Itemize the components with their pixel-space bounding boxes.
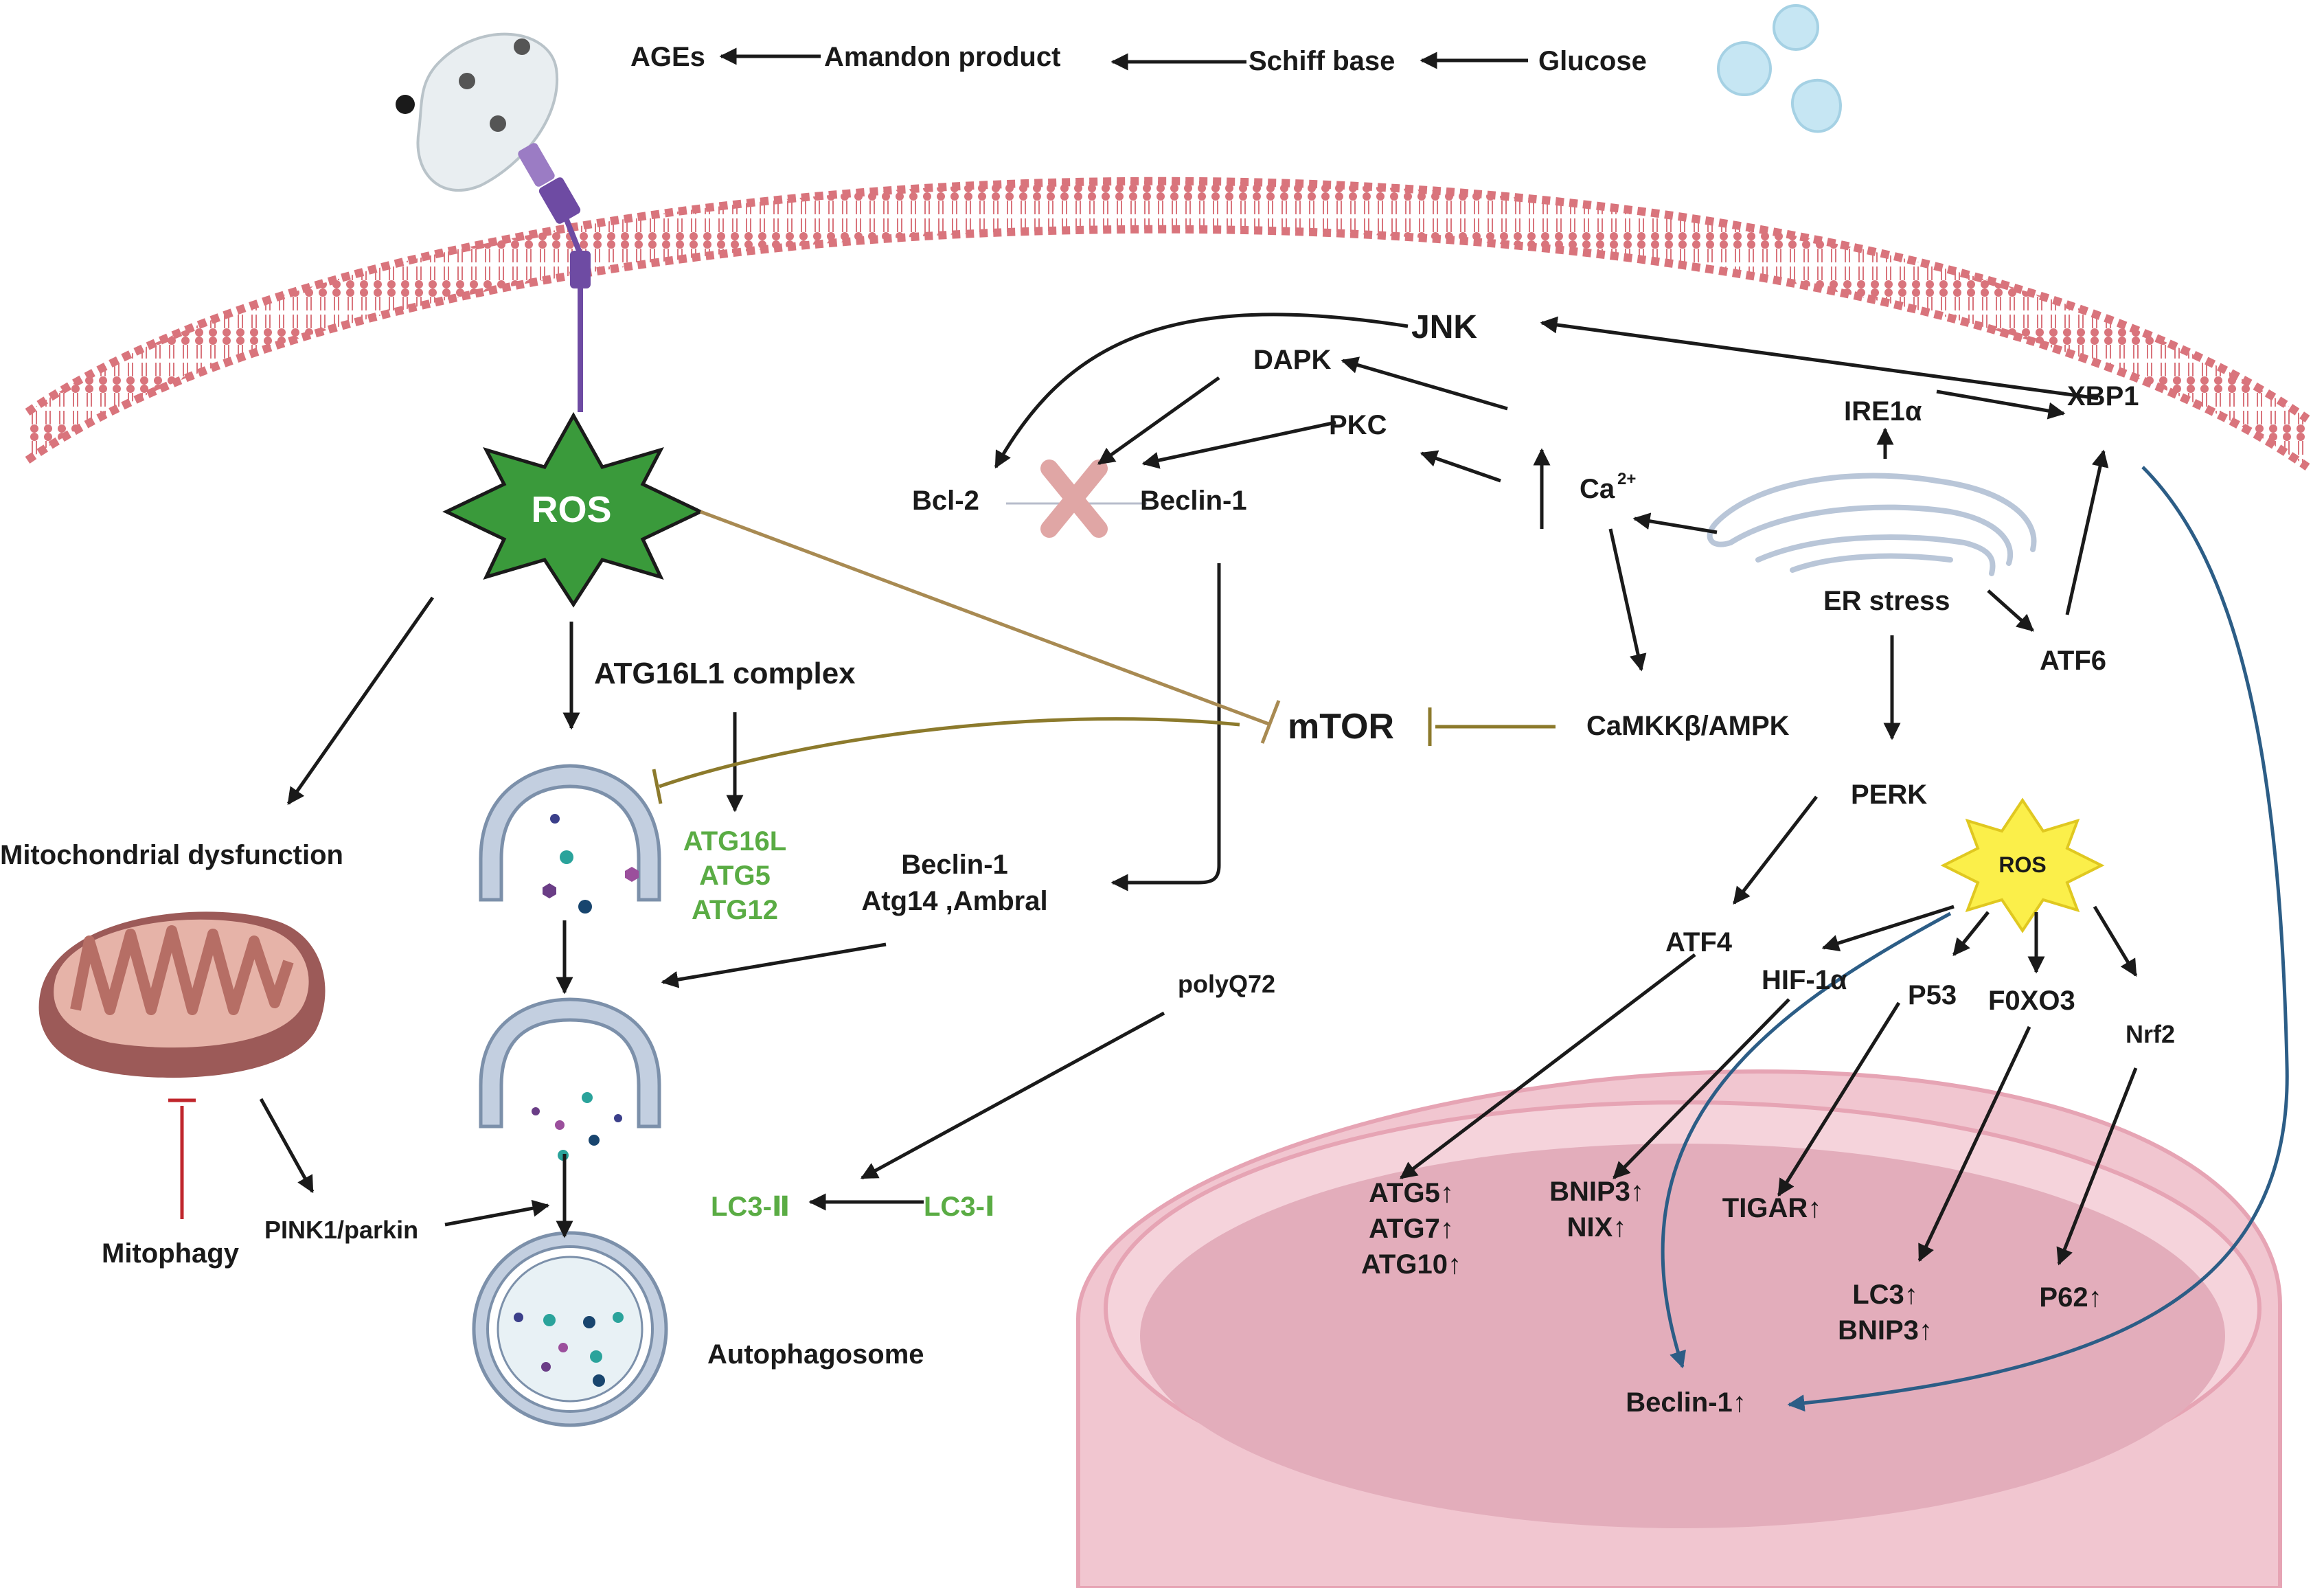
autophagosome-icon — [472, 1231, 668, 1427]
label-jnk: JNK — [1411, 309, 1477, 345]
label-ages: AGEs — [630, 42, 705, 72]
label-n-bnip3: BNIP3↑ — [1549, 1177, 1644, 1207]
label-n-nix: NIX↑ — [1567, 1212, 1627, 1243]
mitochondrion-icon — [38, 911, 326, 1078]
label-ros-main: ROS — [531, 489, 611, 530]
label-p53: P53 — [1908, 980, 1957, 1010]
label-dapk: DAPK — [1253, 345, 1331, 375]
label-n-atg7: ATG7↑ — [1369, 1214, 1454, 1244]
label-ros-small: ROS — [1998, 852, 2046, 877]
label-n-bnip3b: BNIP3↑ — [1838, 1315, 1933, 1346]
label-atg16l1-complex: ATG16L1 complex — [594, 657, 856, 690]
label-n-beclin: Beclin-1↑ — [1626, 1387, 1746, 1418]
label-n-atg5: ATG5↑ — [1369, 1178, 1454, 1208]
label-mitophagy: Mitophagy — [102, 1238, 240, 1269]
label-atg5: ATG5 — [699, 861, 771, 891]
label-atf6: ATF6 — [2040, 646, 2106, 676]
phagophore-icon-2 — [479, 997, 661, 1161]
endoplasmic-reticulum-icon — [1707, 473, 2037, 576]
label-schiff: Schiff base — [1249, 46, 1395, 76]
label-beclin1: Beclin-1 — [1140, 486, 1247, 516]
label-perk: PERK — [1851, 780, 1927, 810]
cell-membrane — [25, 177, 2310, 470]
inhibition-lines — [168, 510, 1556, 1219]
label-ire1a: IRE1α — [1844, 396, 1922, 427]
label-polyq72: polyQ72 — [1178, 970, 1275, 998]
label-mito-dysfunction: Mitochondrial dysfunction — [0, 840, 343, 870]
label-beclin-complex-1: Beclin-1 — [901, 850, 1008, 880]
label-atg12: ATG12 — [692, 895, 778, 925]
label-nrf2: Nrf2 — [2126, 1020, 2175, 1048]
label-n-lc3: LC3↑ — [1852, 1280, 1918, 1310]
label-er-stress: ER stress — [1823, 586, 1950, 616]
glucose-molecules-icon — [1717, 4, 1842, 133]
receptor-icon — [396, 32, 591, 412]
label-camkk: CaMKKβ/AMPK — [1586, 711, 1790, 741]
label-atg16l: ATG16L — [683, 826, 786, 857]
label-n-p62: P62↑ — [2039, 1282, 2101, 1313]
nucleus-icon — [1076, 1069, 2282, 1588]
label-atf4: ATF4 — [1665, 927, 1733, 957]
label-bcl2: Bcl-2 — [912, 486, 979, 516]
label-glucose: Glucose — [1538, 46, 1647, 76]
blue-arrows — [1661, 466, 2289, 1412]
label-beclin-complex-2: Atg14 ,Ambral — [861, 886, 1047, 916]
label-xbp1: XBP1 — [2067, 381, 2139, 411]
label-mtor: mTOR — [1288, 707, 1394, 747]
label-pink1: PINK1/parkin — [264, 1216, 418, 1244]
label-lc3-2: LC3-Ⅱ — [711, 1192, 790, 1222]
starburst-icon — [442, 411, 705, 608]
pathway-arrows — [259, 47, 2138, 1266]
label-pkc: PKC — [1329, 410, 1387, 440]
phagophore-icon — [479, 764, 661, 914]
label-autophagosome: Autophagosome — [707, 1339, 924, 1370]
label-n-tigar: TIGAR↑ — [1722, 1193, 1821, 1223]
label-amandon: Amandon product — [824, 42, 1060, 72]
label-lc3-1: LC3-Ⅰ — [924, 1192, 995, 1222]
x-mark-icon — [1006, 460, 1147, 538]
label-foxo3: F0XO3 — [1988, 986, 2075, 1016]
label-hif1a: HIF-1α — [1762, 965, 1847, 995]
starburst-icon-small — [1940, 797, 2105, 933]
label-ca: Ca — [1580, 474, 1615, 504]
label-ca-sup: 2+ — [1617, 470, 1636, 488]
label-n-atg10: ATG10↑ — [1361, 1249, 1461, 1280]
